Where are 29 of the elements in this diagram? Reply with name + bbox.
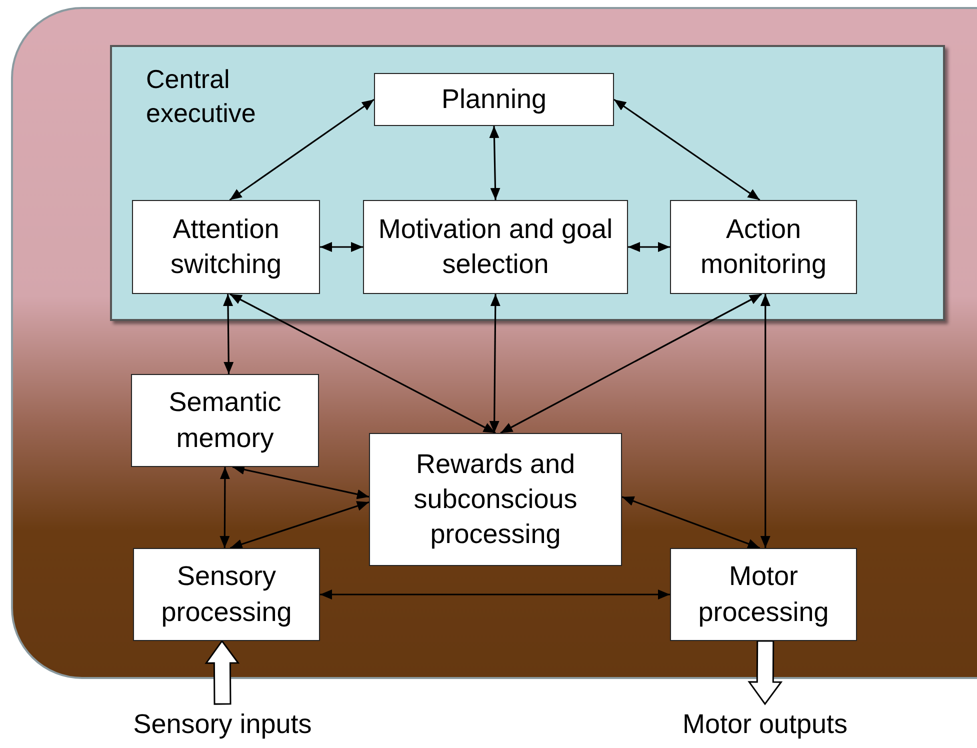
- process-box: Motivation and goal selection: [363, 200, 628, 294]
- process-box: Semantic memory: [131, 374, 319, 467]
- arrow: [229, 98, 374, 201]
- arrow: [760, 294, 770, 548]
- arrow: [614, 98, 760, 201]
- arrow: [320, 590, 670, 600]
- process-box: Attention switching: [132, 200, 320, 294]
- arrow: [489, 126, 500, 200]
- process-box: Action monitoring: [670, 200, 857, 294]
- process-box: Rewards and subconscious processing: [369, 433, 622, 566]
- arrow: [220, 467, 230, 548]
- arrow: [229, 293, 496, 434]
- process-box: Motor processing: [670, 548, 857, 641]
- io-label: Motor outputs: [655, 704, 875, 746]
- arrow: [320, 242, 363, 252]
- arrow: [232, 464, 370, 500]
- arrow: [500, 293, 762, 434]
- arrow: [223, 294, 234, 374]
- block-arrow: [748, 640, 783, 706]
- io-label: Sensory inputs: [105, 704, 340, 746]
- process-box: Sensory processing: [133, 548, 320, 641]
- panel-title: Central executive: [146, 63, 257, 130]
- block-arrow: [204, 640, 240, 705]
- arrow: [489, 294, 500, 433]
- arrow: [230, 501, 370, 549]
- arrow: [628, 242, 670, 252]
- process-box: Planning: [374, 73, 614, 126]
- panel-background: [110, 45, 945, 321]
- arrow: [622, 496, 760, 549]
